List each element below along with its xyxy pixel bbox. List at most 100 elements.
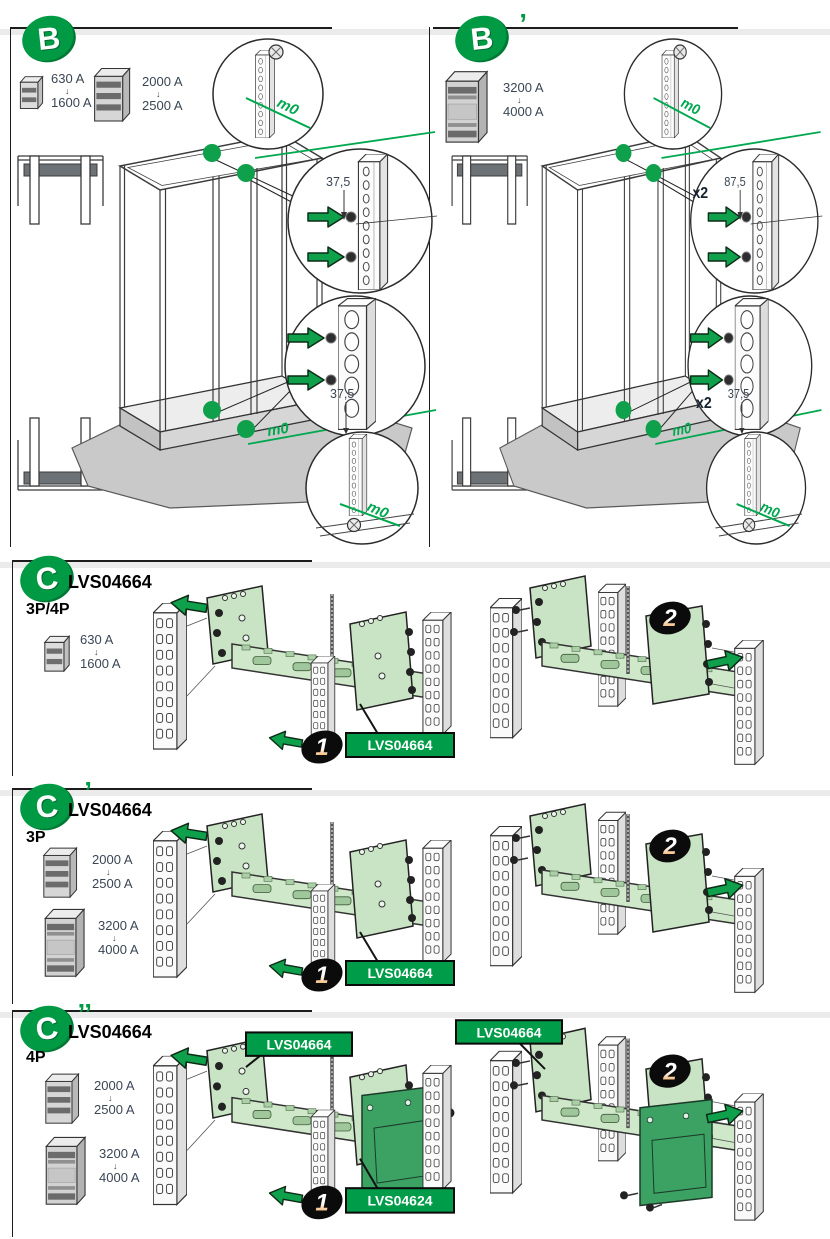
step-2-badge: 2 (649, 1054, 691, 1088)
screw-head (213, 1082, 221, 1091)
screw-head (345, 251, 357, 263)
upright-rail (598, 583, 626, 707)
section-b-illustration: m0 m0 m0 37,5 37,5 (10, 36, 440, 546)
down-arrow-icon: ↓ (113, 1160, 118, 1171)
down-arrow-icon: ↓ (517, 94, 522, 105)
section-cdouble-illustration: 1 LVS04624 LVS04664 (10, 1008, 820, 1234)
step-2-badge: 2 (649, 829, 691, 863)
screw-head (218, 877, 226, 885)
m0-label: m0 (266, 420, 291, 440)
detail-circle-bottom-screws: 37,5 (284, 295, 426, 437)
rating-from: 2000 A (92, 852, 133, 867)
front-frame-partial-top (17, 155, 104, 225)
detail-circle-top-m0: m0 (623, 38, 723, 150)
step-number: 1 (315, 734, 328, 761)
screw-head (405, 856, 413, 864)
m0-label: m0 (671, 419, 692, 439)
detail-circle-top-screws: x2 87,5 (690, 148, 823, 294)
screw-head (408, 686, 416, 694)
section-c-illustration: 1 LVS04664 (10, 556, 820, 778)
support-bracket (529, 575, 592, 659)
upright-rail (490, 598, 522, 739)
fixing-point-dot (237, 164, 255, 182)
support-illustration: 1 LVS04664 (153, 575, 764, 765)
rating-to: 4000 A (98, 941, 139, 957)
screw-head (325, 332, 337, 344)
screw-head (405, 1081, 413, 1090)
rating-cprime-1: 2000 A ↓ 2500 A (40, 844, 133, 898)
down-arrow-icon: ↓ (94, 646, 99, 657)
down-arrow-icon: ↓ (112, 932, 117, 943)
screw-head (213, 857, 221, 865)
rating-from: 3200 A (98, 918, 139, 933)
section-cdouble-leftline (12, 1010, 13, 1237)
screw-head (533, 618, 541, 626)
section-bprime-leftline (429, 27, 430, 547)
rating-cdouble-1: 2000 A ↓ 2500 A (42, 1070, 135, 1124)
fixing-point-dot (203, 144, 221, 162)
down-arrow-icon: ↓ (108, 1092, 113, 1103)
screw-head (215, 1061, 223, 1071)
rating-cdouble-2: 3200 A ↓ 4000 A (43, 1132, 140, 1206)
screw-head (533, 846, 541, 854)
screw-head (723, 332, 734, 344)
rating-c-1: 630 A ↓ 1600 A (42, 632, 121, 672)
poles-c: 3P/4P (26, 601, 70, 618)
dimension-label-bottom: 37,5 (728, 387, 750, 401)
badge-c-prime: C ’ (15, 776, 92, 836)
screw-head (408, 914, 416, 922)
down-arrow-icon: ↓ (106, 866, 111, 877)
screw-head (741, 251, 752, 263)
screw-head (213, 629, 221, 637)
step-number: 1 (315, 962, 328, 989)
screw-head (510, 856, 518, 864)
screw-head (702, 620, 710, 628)
step-number: 1 (315, 1189, 328, 1216)
down-arrow-icon: ↓ (65, 85, 70, 96)
m0-line-top (661, 131, 821, 159)
screw-head (704, 868, 712, 876)
rating-to: 1600 A (51, 94, 92, 110)
m0-label: m0 (758, 497, 782, 521)
detail-circle-top-screws: 37,5 (287, 148, 438, 294)
detail-circle-base-m0: m0 (705, 431, 807, 545)
badge-c-doubleprime: C ’’ (15, 998, 92, 1058)
right-assembly: 2 (490, 803, 764, 993)
detail-circle-top-m0: m0 (212, 38, 324, 150)
fixing-point-dot (645, 420, 662, 438)
rating-cprime-2: 3200 A ↓ 4000 A (42, 904, 139, 978)
section-b-leftline (10, 27, 11, 547)
part-label-top-right: LVS04664 (455, 1019, 563, 1070)
screw-head (218, 649, 226, 657)
section-b-topline (10, 27, 332, 29)
screw-head (704, 640, 712, 648)
green-arrow-icon (266, 1182, 305, 1210)
support-bracket (529, 1027, 592, 1113)
rating-b-1: 630 A ↓ 1600 A (18, 71, 92, 111)
part-label-text: LVS04664 (367, 965, 432, 981)
screw-head (533, 1071, 541, 1080)
dimension-label-bottom: 37,5 (330, 387, 354, 401)
left-assembly: 1 LVS04664 (153, 585, 455, 764)
upright-rail (490, 826, 522, 967)
step-2-badge: 2 (649, 601, 691, 635)
rating-to: 1600 A (80, 655, 121, 671)
upright-rail (422, 840, 452, 963)
screw-head (345, 211, 357, 223)
screw-head (723, 374, 734, 386)
badge-b-prime: B ’ (450, 8, 527, 68)
front-frame-partial-top (451, 155, 528, 225)
divider-band-c (0, 562, 830, 568)
screw-head (406, 896, 414, 904)
dimension-label-top: 87,5 (724, 175, 746, 189)
poles-c-prime: 3P (26, 829, 46, 846)
support-bracket (529, 803, 592, 887)
upright-rail (598, 1036, 626, 1162)
rating-from: 630 A (51, 71, 85, 86)
rating-b-2: 2000 A ↓ 2500 A (92, 64, 183, 122)
step-1-badge: 1 (301, 730, 343, 764)
part-label-text: LVS04664 (476, 1024, 541, 1040)
rating-bprime-1: 3200 A ↓ 4000 A (443, 66, 544, 144)
upright-rail (422, 612, 452, 735)
frame-illustration: m0 m0 m0 37,5 37,5 (17, 38, 438, 545)
